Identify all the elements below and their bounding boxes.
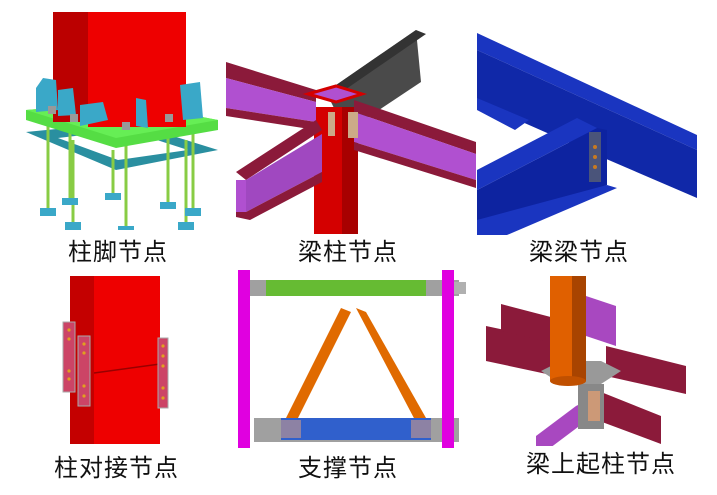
caption-beam-beam: 梁梁节点 — [529, 238, 629, 266]
caption-beam-column: 梁柱节点 — [298, 238, 398, 266]
caption-column-splice: 柱对接节点 — [54, 454, 179, 482]
panel-beam-column — [226, 22, 476, 234]
beam-beam-diagram — [477, 33, 697, 235]
beam-column-diagram — [226, 30, 476, 234]
column-splice-diagram — [62, 276, 169, 444]
caption-bracing: 支撑节点 — [298, 454, 398, 482]
bracing-diagram — [238, 270, 466, 448]
panel-beam-beam — [477, 30, 697, 235]
panel-bracing — [236, 270, 470, 450]
caption-column-base: 柱脚节点 — [68, 238, 168, 266]
caption-column-on-beam: 梁上起柱节点 — [526, 450, 676, 478]
panel-column-base — [18, 10, 228, 230]
column-base-diagram — [26, 12, 218, 230]
panel-column-splice — [60, 276, 170, 446]
column-on-beam-diagram — [486, 276, 686, 446]
panel-column-on-beam — [486, 276, 686, 446]
